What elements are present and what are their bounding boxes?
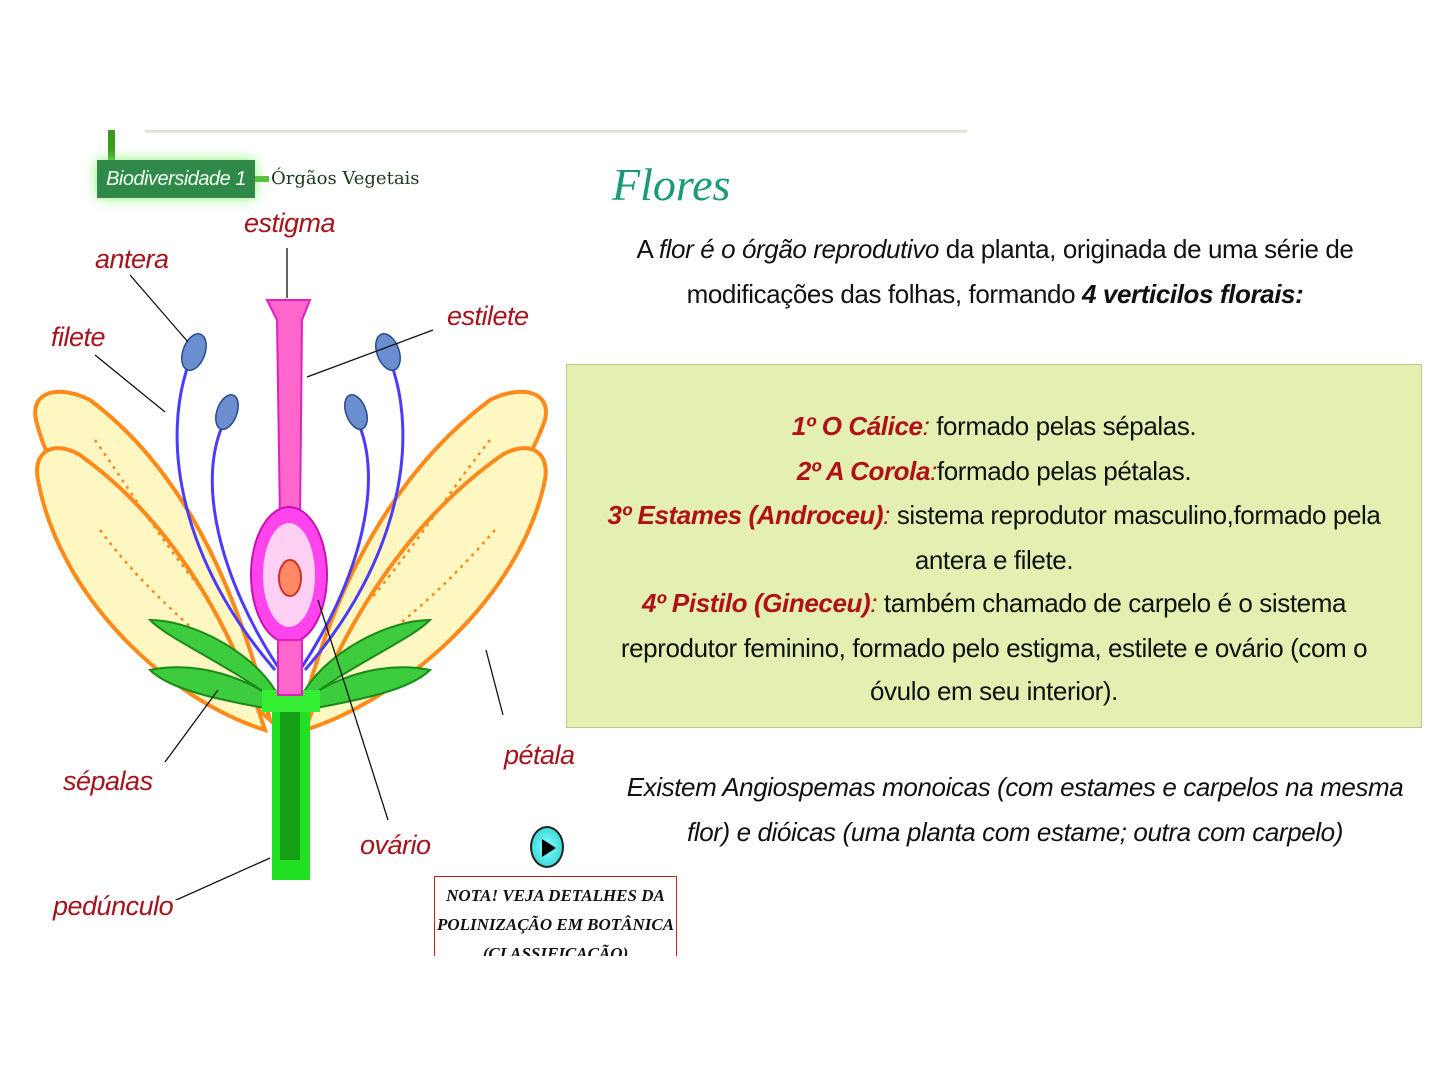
- label-pedunculo: pedúnculo: [53, 891, 174, 921]
- label-sepalas: sépalas: [63, 766, 153, 796]
- label-estigma: estigma: [244, 208, 336, 238]
- item-term: 3º Estames (Androceu): [607, 500, 884, 530]
- monoicas-note-1: Existem Angiospemas monoicas (com estame…: [626, 772, 1404, 802]
- badge-connector: [255, 176, 269, 182]
- item-text: também chamado de carpelo é o sistema: [877, 588, 1347, 618]
- play-icon: [542, 839, 556, 857]
- item-term: 4º Pistilo (Gineceu): [641, 588, 871, 618]
- item-calice: 1º O Cálice: formado pelas sépalas.: [567, 411, 1421, 442]
- intro-text: da planta, originada de uma série de: [938, 234, 1354, 264]
- label-filete: filete: [51, 322, 106, 352]
- note-line: NOTA! VEJA DETALHES DA: [446, 886, 665, 905]
- label-lines: [94, 248, 504, 900]
- item-term: 1º O Cálice: [791, 411, 923, 441]
- item-text: sistema reprodutor masculino,formado pel…: [890, 500, 1381, 530]
- sepals: [147, 618, 433, 712]
- item-corola: 2º A Corola:formado pelas pétalas.: [567, 456, 1421, 487]
- item-text: formado pelas sépalas.: [929, 411, 1197, 441]
- page-title: Flores: [612, 159, 731, 210]
- item-estames: 3º Estames (Androceu): sistema reproduto…: [567, 500, 1421, 531]
- intro-text: A: [636, 234, 659, 264]
- item-pistilo: 4º Pistilo (Gineceu): também chamado de …: [567, 588, 1421, 619]
- item-sep: :: [922, 411, 930, 441]
- label-antera: antera: [95, 244, 169, 274]
- intro-italic: flor é o órgão reprodutivo: [658, 234, 940, 264]
- breadcrumb[interactable]: Órgãos Vegetais: [271, 168, 420, 189]
- pistil: [250, 299, 328, 696]
- intro-text: modificações das folhas, formando: [686, 279, 1083, 309]
- header-accent-bar: [108, 130, 115, 162]
- item-sep: :: [870, 588, 878, 618]
- anthers: [181, 333, 401, 431]
- verticils-box: 1º O Cálice: formado pelas sépalas. 2º A…: [566, 364, 1422, 728]
- item-term: 2º A Corola: [796, 456, 931, 486]
- intro-line-2: modificações das folhas, formando 4 vert…: [590, 279, 1400, 310]
- note-line: POLINIZAÇÃO EM BOTÂNICA: [436, 915, 675, 934]
- label-ovario: ovário: [360, 830, 431, 860]
- flower-diagram: [33, 248, 548, 900]
- section-badge[interactable]: Biodiversidade 1: [97, 160, 255, 198]
- intro-bold: 4 verticilos florais:: [1082, 279, 1304, 309]
- label-estilete: estilete: [447, 301, 529, 331]
- item-text: formado pelas pétalas.: [936, 456, 1192, 486]
- item-estames-cont: antera e filete.: [914, 545, 1074, 575]
- item-pistilo-cont2: óvulo em seu interior).: [869, 676, 1119, 706]
- play-button[interactable]: [530, 826, 564, 868]
- polination-note-link[interactable]: NOTA! VEJA DETALHES DA POLINIZAÇÃO EM BO…: [434, 876, 677, 956]
- monoicas-note-2: flor) e dióicas (uma planta com estame; …: [687, 817, 1343, 847]
- intro-line-1: A flor é o órgão reprodutivo da planta, …: [590, 234, 1400, 265]
- item-pistilo-cont: reprodutor feminino, formado pelo estigm…: [620, 633, 1368, 663]
- item-sep: :: [883, 500, 890, 530]
- header-divider: [145, 130, 967, 133]
- note-line: (CLASSIFICAÇÃO): [482, 944, 629, 956]
- stamens: [175, 359, 405, 671]
- item-sep: :: [930, 456, 937, 486]
- label-petala: pétala: [504, 740, 575, 770]
